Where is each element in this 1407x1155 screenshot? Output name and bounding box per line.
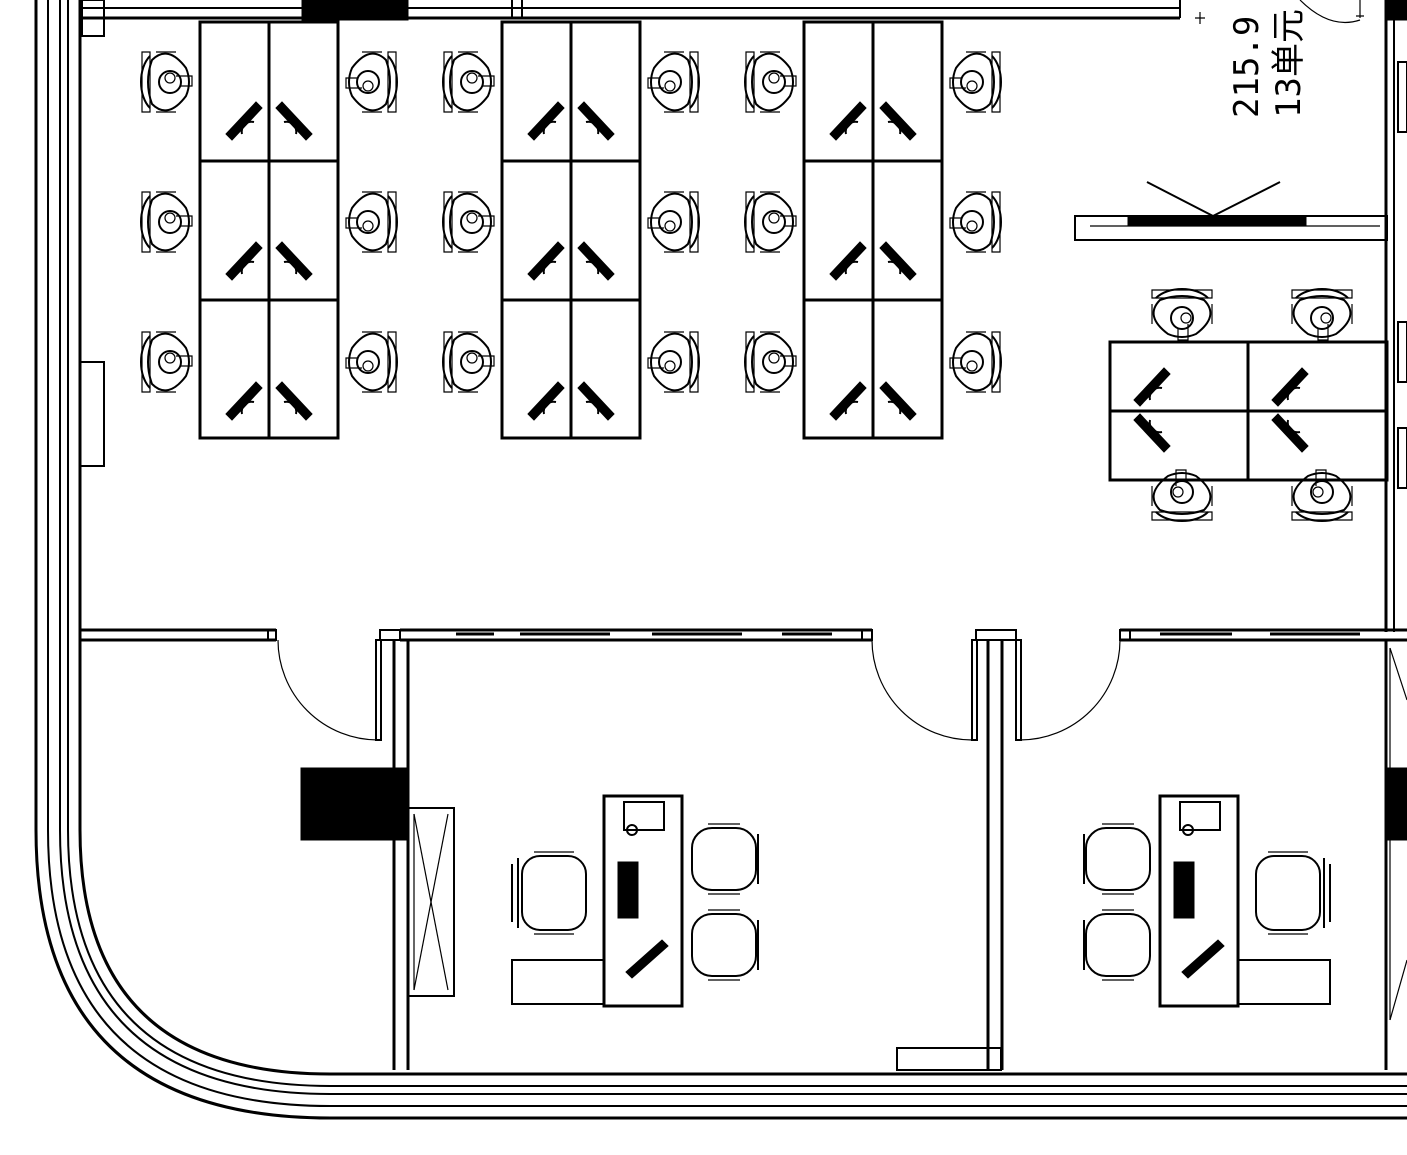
desk-monitor-icon	[829, 241, 867, 281]
workstation-chair-icon	[1291, 469, 1353, 522]
guest-chair-icon	[691, 913, 757, 977]
desk-monitor-icon	[879, 101, 917, 141]
workstation-chair-icon	[647, 51, 700, 113]
desk-monitor-icon	[225, 101, 263, 141]
desk-monitor-icon	[527, 101, 565, 141]
office-desk-set-2	[1083, 794, 1331, 1008]
room-walls	[392, 640, 1388, 1071]
workstation-chair-icon	[647, 331, 700, 393]
workstation-block-1	[198, 20, 340, 440]
right-cabinet	[1387, 647, 1407, 1021]
office-desk	[602, 794, 684, 1008]
desk-monitor-icon	[275, 241, 313, 281]
wall-column	[79, 361, 105, 467]
desk-phone-icon	[1179, 801, 1221, 831]
desk-monitor-icon	[1181, 939, 1225, 979]
desk-monitor-icon	[577, 101, 615, 141]
desk-monitor-icon	[275, 381, 313, 421]
area-value: 215.9	[1227, 16, 1267, 118]
workstation-chair-icon	[345, 331, 398, 393]
office-desk	[1158, 794, 1240, 1008]
desk-monitor-icon	[577, 241, 615, 281]
workstation-chair-icon	[949, 51, 1002, 113]
workstation-chair-icon	[442, 191, 495, 253]
door-right-room[interactable]	[1015, 639, 1121, 741]
desk-monitor-icon	[275, 101, 313, 141]
desk-monitor-icon	[225, 381, 263, 421]
workstation-chair-icon	[949, 191, 1002, 253]
office-chair-icon	[521, 855, 587, 931]
workstation-chair-icon	[442, 331, 495, 393]
desk-monitor-icon	[527, 381, 565, 421]
structural-column	[300, 767, 408, 841]
workstation-chair-icon	[442, 51, 495, 113]
desk-monitor-icon	[625, 939, 669, 979]
workstation-chair-icon	[140, 331, 193, 393]
desk-return	[511, 959, 605, 1005]
desk-monitor-icon	[879, 381, 917, 421]
desk-monitor-icon	[577, 381, 615, 421]
workstation-chair-icon	[744, 191, 797, 253]
door-middle-room[interactable]	[871, 639, 978, 741]
workstation-block-2	[500, 20, 642, 440]
office-chair-icon	[1255, 855, 1321, 931]
guest-chair-icon	[1085, 913, 1151, 977]
open-office-workstations	[140, 20, 1002, 440]
right-wall	[1384, 0, 1407, 632]
desk-monitor-icon	[879, 241, 917, 281]
desk-monitor-icon	[527, 241, 565, 281]
workstation-chair-icon	[345, 191, 398, 253]
area-label: 215.9 13单元	[1195, 0, 1364, 118]
workstation-chair-icon	[744, 331, 797, 393]
exterior-wall	[34, 0, 1407, 1120]
workstation-chair-icon	[140, 51, 193, 113]
desk-keyboard-icon	[1173, 861, 1195, 919]
workstation-chair-icon	[1151, 469, 1213, 522]
desk-monitor-icon	[1271, 367, 1309, 407]
top-partition	[80, 0, 1181, 37]
room-partition	[80, 628, 1407, 642]
workstation-chair-icon	[140, 191, 193, 253]
pod-workstations	[1108, 340, 1389, 482]
desk-keyboard-icon	[617, 861, 639, 919]
desk-monitor-icon	[1133, 413, 1171, 453]
workstation-chair-icon	[345, 51, 398, 113]
workstation-block-3	[802, 20, 944, 440]
door-left-room[interactable]	[277, 639, 382, 741]
guest-chair-icon	[691, 827, 757, 891]
workstation-chair-icon	[1151, 288, 1213, 341]
workstation-chair-icon	[647, 191, 700, 253]
projection-screen	[1074, 181, 1388, 241]
desk-monitor-icon	[829, 101, 867, 141]
workstation-chair-icon	[1291, 288, 1353, 341]
workstation-chair-icon	[949, 331, 1002, 393]
office-desk-set-1	[511, 794, 759, 1008]
desk-return	[1237, 959, 1331, 1005]
unit-label: 13单元	[1269, 9, 1309, 118]
workstation-chair-icon	[744, 51, 797, 113]
desk-monitor-icon	[1271, 413, 1309, 453]
guest-chair-icon	[1085, 827, 1151, 891]
desk-phone-icon	[623, 801, 665, 831]
desk-monitor-icon	[829, 381, 867, 421]
desk-monitor-icon	[1133, 367, 1171, 407]
storage-cabinet	[407, 807, 455, 997]
desk-monitor-icon	[225, 241, 263, 281]
